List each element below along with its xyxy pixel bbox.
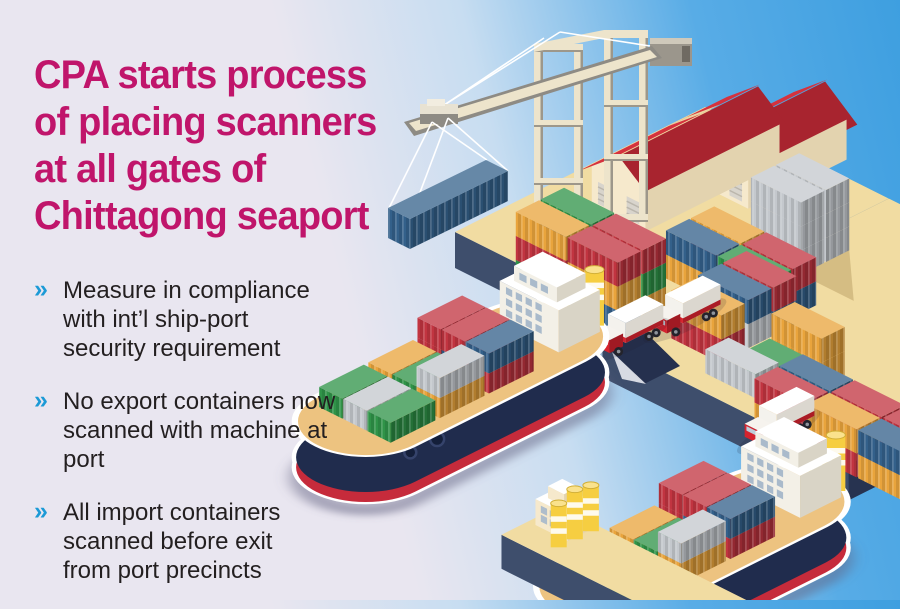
container-truck <box>643 275 727 343</box>
text-block: CPA starts process of placing scanners a… <box>34 52 454 240</box>
bullet-line: security requirement <box>63 335 281 362</box>
bullet-line: Measure in compliance <box>63 277 310 304</box>
hanging-container <box>388 160 508 249</box>
list-item: » Measure in compliance with int’l ship-… <box>34 275 374 363</box>
bullet-line: All import containers <box>63 499 281 526</box>
bullet-list: » Measure in compliance with int’l ship-… <box>34 275 374 609</box>
bullet-line: No export containers now <box>63 388 336 415</box>
list-item: » All import containers scanned before e… <box>34 497 374 585</box>
chevron-bullet-icon: » <box>34 275 48 303</box>
storage-silos <box>550 481 600 548</box>
headline-line: CPA starts process <box>34 53 367 97</box>
bullet-line: from port precincts <box>63 557 262 584</box>
page-title: CPA starts process of placing scanners a… <box>34 52 433 240</box>
cargo-ship <box>287 251 614 517</box>
chevron-bullet-icon: » <box>34 497 48 525</box>
container-stack <box>858 418 900 500</box>
bullet-line: scanned before exit <box>63 528 273 555</box>
gantry-crane <box>534 30 692 232</box>
bullet-line: with int’l ship-port <box>63 306 249 333</box>
headline-line: at all gates of <box>34 147 266 191</box>
chevron-bullet-icon: » <box>34 386 48 414</box>
list-item: » No export containers now scanned with … <box>34 386 374 474</box>
crane-boom <box>388 31 662 220</box>
bullet-line: scanned with machine at <box>63 417 328 444</box>
bullet-line: port <box>63 446 105 473</box>
headline-line: Chittagong seaport <box>34 194 369 238</box>
headline-line: of placing scanners <box>34 100 377 144</box>
